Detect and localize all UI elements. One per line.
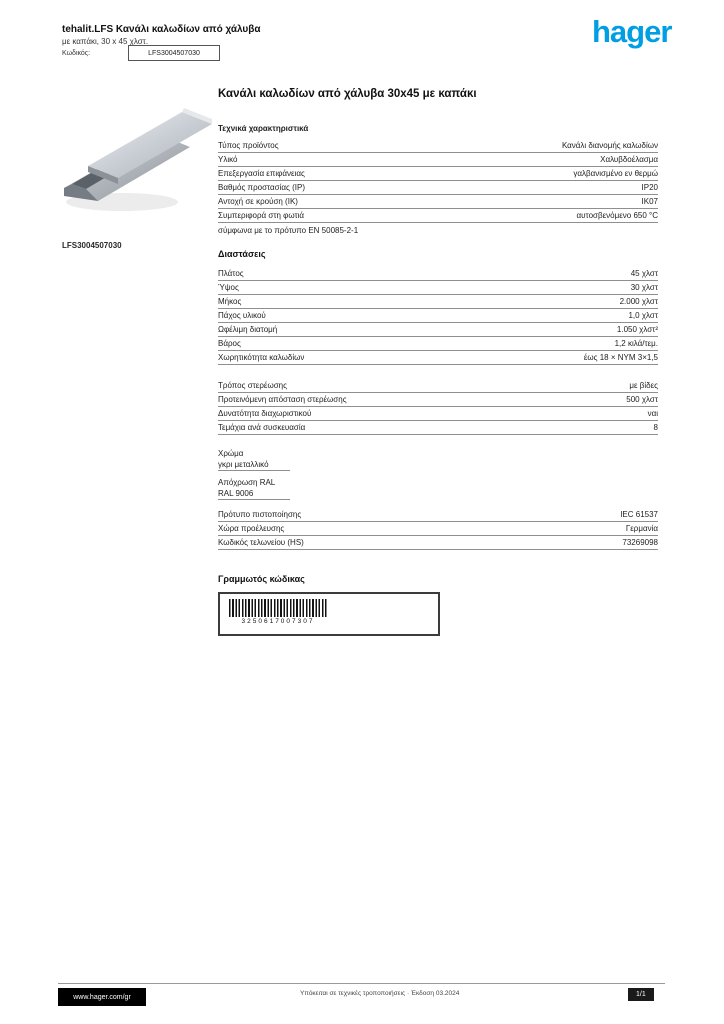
spec-group-4: Πρότυπο πιστοποίησης IEC 61537 Χώρα προέ…: [218, 508, 658, 550]
footer-website-link[interactable]: www.hager.com/gr: [58, 988, 146, 1006]
spec-value: IEC 61537: [620, 510, 658, 519]
spec-row: Βάρος 1,2 κιλά/τεμ.: [218, 337, 658, 351]
spec-value: Κανάλι διανομής καλωδίων: [561, 141, 658, 150]
spec-row: Χωρητικότητα καλωδίων έως 18 × NYM 3×1,5: [218, 351, 658, 365]
spec-row: Τρόπος στερέωσης με βίδες: [218, 379, 658, 393]
spec-label: Αντοχή σε κρούση (IK): [218, 197, 298, 206]
spec-row: Κωδικός τελωνείου (HS) 73269098: [218, 536, 658, 550]
standard-note: σύμφωνα με το πρότυπο EN 50085-2-1: [218, 226, 359, 235]
section-technical-title: Τεχνικά χαρακτηριστικά: [218, 124, 309, 133]
color-label: Χρώμα: [218, 449, 244, 458]
spec-label: Βαθμός προστασίας (IP): [218, 183, 305, 192]
spec-row: Πρότυπο πιστοποίησης IEC 61537: [218, 508, 658, 522]
spec-label: Δυνατότητα διαχωριστικού: [218, 409, 312, 418]
color-value: RAL 9006: [218, 487, 290, 500]
spec-row: Ωφέλιμη διατομή 1.050 χλστ²: [218, 323, 658, 337]
spec-row: Πλάτος 45 χλστ: [218, 267, 658, 281]
hager-logo: hager: [592, 14, 672, 49]
spec-value: 73269098: [622, 538, 658, 547]
spec-value: IK07: [641, 197, 658, 206]
barcode-section-title: Γραμμωτός κώδικας: [218, 574, 305, 584]
spec-row: Αντοχή σε κρούση (IK) IK07: [218, 195, 658, 209]
spec-label: Πάχος υλικού: [218, 311, 266, 320]
spec-row: Χώρα προέλευσης Γερμανία: [218, 522, 658, 536]
main-column: Κανάλι καλωδίων από χάλυβα 30x45 με καπά…: [218, 88, 658, 636]
spec-value: Χαλυβδοέλασμα: [600, 155, 658, 164]
spec-label: Χωρητικότητα καλωδίων: [218, 353, 305, 362]
header-order-label: Κωδικός:: [62, 50, 91, 57]
spec-value: IP20: [641, 183, 658, 192]
spec-group-2: Πλάτος 45 χλστ Ύψος 30 χλστ Μήκος 2.000 …: [218, 267, 658, 365]
spec-value: ναι: [647, 409, 658, 418]
color-value: γκρι μεταλλικό: [218, 458, 290, 471]
color-row: Απόχρωση RAL RAL 9006: [218, 478, 658, 500]
spec-label: Συμπεριφορά στη φωτιά: [218, 211, 305, 220]
spec-value: 1.050 χλστ²: [616, 325, 658, 334]
header-order-code-box: LFS3004507030: [128, 45, 220, 61]
spec-label: Πρότυπο πιστοποίησης: [218, 510, 302, 519]
spec-value: γαλβανισμένο εν θερμώ: [573, 169, 658, 178]
spec-value: 45 χλστ: [630, 269, 658, 278]
spec-row: Ύψος 30 χλστ: [218, 281, 658, 295]
spec-row: Επεξεργασία επιφάνειας γαλβανισμένο εν θ…: [218, 167, 658, 181]
spec-label: Μήκος: [218, 297, 242, 306]
spec-row: Δυνατότητα διαχωριστικού ναι: [218, 407, 658, 421]
spec-label: Τεμάχια ανά συσκευασία: [218, 423, 306, 432]
spec-value: με βίδες: [629, 381, 658, 390]
spec-label: Πλάτος: [218, 269, 244, 278]
product-reference: LFS3004507030: [62, 241, 122, 250]
spec-value: 8: [653, 423, 658, 432]
header-order-code: LFS3004507030: [148, 49, 200, 57]
spec-label: Τρόπος στερέωσης: [218, 381, 287, 390]
header-product-title: tehalit.LFS Κανάλι καλωδίων από χάλυβα: [62, 24, 261, 35]
spec-label: Υλικό: [218, 155, 238, 164]
spec-label: Βάρος: [218, 339, 241, 348]
spec-row: Μήκος 2.000 χλστ: [218, 295, 658, 309]
spec-label: Ωφέλιμη διατομή: [218, 325, 278, 334]
spec-label: Τύπος προϊόντος: [218, 141, 279, 150]
spec-row: Προτεινόμενη απόσταση στερέωσης 500 χλστ: [218, 393, 658, 407]
spec-label: Κωδικός τελωνείου (HS): [218, 538, 304, 547]
spec-label: Χώρα προέλευσης: [218, 524, 285, 533]
color-section: Χρώμα γκρι μεταλλικό Απόχρωση RAL RAL 90…: [218, 449, 658, 500]
header-product-subtitle: με καπάκι, 30 x 45 χλστ.: [62, 37, 149, 46]
spec-label: Προτεινόμενη απόσταση στερέωσης: [218, 395, 347, 404]
spec-value: Γερμανία: [625, 524, 658, 533]
spec-row: Πάχος υλικού 1,0 χλστ: [218, 309, 658, 323]
spec-value: 500 χλστ: [626, 395, 658, 404]
spec-row: Συμπεριφορά στη φωτιά αυτοσβενόμενο 650 …: [218, 209, 658, 223]
spec-value: 30 χλστ: [630, 283, 658, 292]
footer-note: Υπόκειται σε τεχνικές τροποποιήσεις · Έκ…: [300, 990, 460, 997]
barcode-number: 3250617007307: [241, 618, 315, 625]
color-label: Απόχρωση RAL: [218, 478, 276, 487]
footer-page-badge: 1/1: [628, 988, 654, 1001]
barcode-box: 3250617007307: [218, 592, 440, 636]
barcode-image: [229, 599, 327, 617]
spec-row: Τύπος προϊόντος Κανάλι διανομής καλωδίων: [218, 139, 658, 153]
spec-value: 1,2 κιλά/τεμ.: [614, 339, 658, 348]
product-photo: [60, 86, 214, 226]
color-row: Χρώμα γκρι μεταλλικό: [218, 449, 658, 471]
section-dimensions-title: Διαστάσεις: [218, 249, 266, 259]
spec-value: αυτοσβενόμενο 650 °C: [576, 211, 658, 220]
spec-value: έως 18 × NYM 3×1,5: [583, 353, 658, 362]
spec-group-3: Τρόπος στερέωσης με βίδες Προτεινόμενη α…: [218, 379, 658, 435]
spec-label: Ύψος: [218, 283, 239, 292]
spec-row: Βαθμός προστασίας (IP) IP20: [218, 181, 658, 195]
steel-trunking-image: [64, 108, 212, 211]
spec-row: Τεμάχια ανά συσκευασία 8: [218, 421, 658, 435]
page-title: Κανάλι καλωδίων από χάλυβα 30x45 με καπά…: [218, 88, 477, 100]
spec-label: Επεξεργασία επιφάνειας: [218, 169, 305, 178]
spec-value: 1,0 χλστ: [628, 311, 658, 320]
spec-group-1: Τύπος προϊόντος Κανάλι διανομής καλωδίων…: [218, 139, 658, 223]
footer-divider: [58, 983, 665, 984]
spec-value: 2.000 χλστ: [619, 297, 658, 306]
spec-row: Υλικό Χαλυβδοέλασμα: [218, 153, 658, 167]
